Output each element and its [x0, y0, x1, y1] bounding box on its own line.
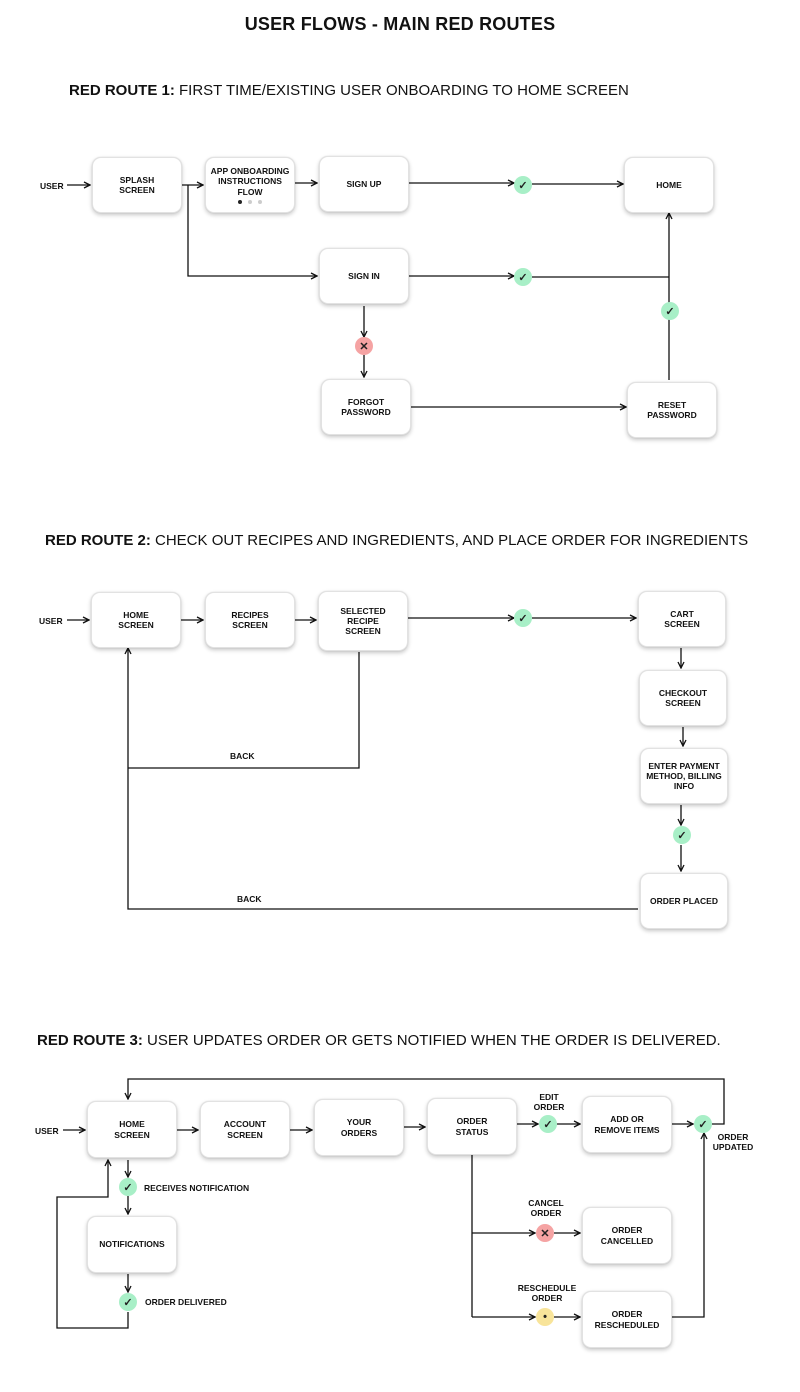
pagination-dot [248, 199, 252, 204]
sign-in-node[interactable]: SIGN IN [319, 248, 409, 304]
user-label: USER [40, 181, 64, 191]
app-onboarding-node[interactable]: APP ONBOARDING INSTRUCTIONS FLOW [205, 157, 295, 213]
route-2-heading: RED ROUTE 2: CHECK OUT RECIPES AND INGRE… [45, 532, 748, 549]
check-icon: ✓ [694, 1115, 712, 1133]
pagination-dot [258, 199, 262, 204]
sign-up-node[interactable]: SIGN UP [319, 156, 409, 212]
pagination-dot-active [238, 199, 242, 204]
check-icon: ✓ [119, 1178, 137, 1196]
route-1-prefix: RED ROUTE 1: [69, 82, 175, 99]
edge-splash-signin [187, 185, 317, 276]
check-icon: ✓ [539, 1115, 557, 1133]
user-label: USER [35, 1126, 59, 1136]
route-3-text: USER UPDATES ORDER OR GETS NOTIFIED WHEN… [147, 1032, 721, 1049]
edge-delivered-loop [56, 1160, 129, 1329]
notifications-node[interactable]: NOTIFICATIONS [87, 1216, 177, 1273]
edge-updated-loop [128, 1078, 725, 1125]
check-icon: ✓ [661, 302, 679, 320]
user-label: USER [39, 616, 63, 626]
receives-notification-label: RECEIVES NOTIFICATION [144, 1183, 250, 1193]
route-1-heading: RED ROUTE 1: FIRST TIME/EXISTING USER ON… [69, 82, 629, 99]
pagination-dots [238, 199, 262, 204]
edge-selected-back [128, 652, 360, 769]
cross-icon: ✕ [536, 1224, 554, 1242]
edge-rescheduled-updated [671, 1133, 704, 1318]
check-icon: ✓ [673, 826, 691, 844]
check-icon: ✓ [514, 609, 532, 627]
route-2-prefix: RED ROUTE 2: [45, 532, 151, 549]
route-3-heading: RED ROUTE 3: USER UPDATES ORDER OR GETS … [37, 1032, 721, 1049]
back-label: BACK [230, 751, 255, 761]
cross-icon: ✕ [355, 337, 373, 355]
check-icon: ✓ [514, 268, 532, 286]
page-title: USER FLOWS - MAIN RED ROUTES [244, 14, 556, 34]
home-node[interactable]: HOME [624, 157, 714, 213]
check-icon: ✓ [119, 1293, 137, 1311]
route-3-prefix: RED ROUTE 3: [37, 1032, 143, 1049]
order-delivered-label: ORDER DELIVERED [145, 1297, 227, 1307]
edge-placed-back [128, 648, 638, 910]
back-label: BACK [237, 894, 262, 904]
route-1-text: FIRST TIME/EXISTING USER ONBOARDING TO H… [179, 82, 629, 99]
route-2-text: CHECK OUT RECIPES AND INGREDIENTS, AND P… [155, 532, 749, 549]
check-icon: ✓ [514, 176, 532, 194]
dot-icon: • [536, 1308, 554, 1326]
order-placed-node[interactable]: ORDER PLACED [640, 873, 728, 929]
